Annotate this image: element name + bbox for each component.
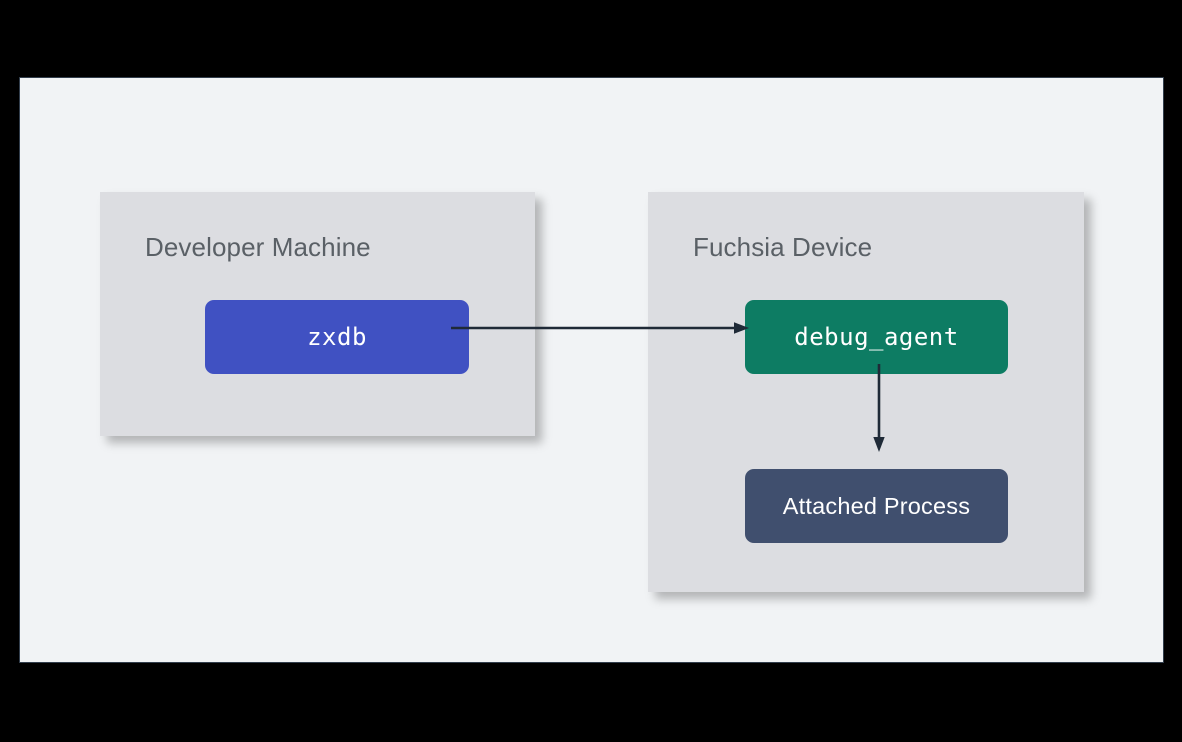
arrow-debug-agent-to-attached-process: [873, 364, 885, 452]
node-attached-process-label: Attached Process: [782, 492, 971, 519]
node-attached-process[interactable]: Attached Process: [745, 469, 1008, 543]
node-zxdb-label: zxdb: [307, 323, 367, 351]
arrowhead-icon: [734, 322, 749, 334]
panel-developer-machine-title: Developer Machine: [145, 232, 371, 262]
arrow-zxdb-to-debug-agent: [451, 322, 749, 334]
panel-fuchsia-device: Fuchsia Device debug_agent Attached Proc…: [648, 192, 1084, 592]
node-debug-agent-label: debug_agent: [794, 323, 959, 351]
panel-fuchsia-device-title: Fuchsia Device: [693, 232, 873, 262]
node-debug-agent[interactable]: debug_agent: [745, 300, 1008, 374]
arrowhead-icon: [873, 437, 885, 452]
diagram-canvas: Developer Machine zxdb Fuchsia Device de…: [19, 77, 1164, 663]
node-zxdb[interactable]: zxdb: [205, 300, 469, 374]
panel-developer-machine: Developer Machine zxdb: [100, 192, 535, 436]
